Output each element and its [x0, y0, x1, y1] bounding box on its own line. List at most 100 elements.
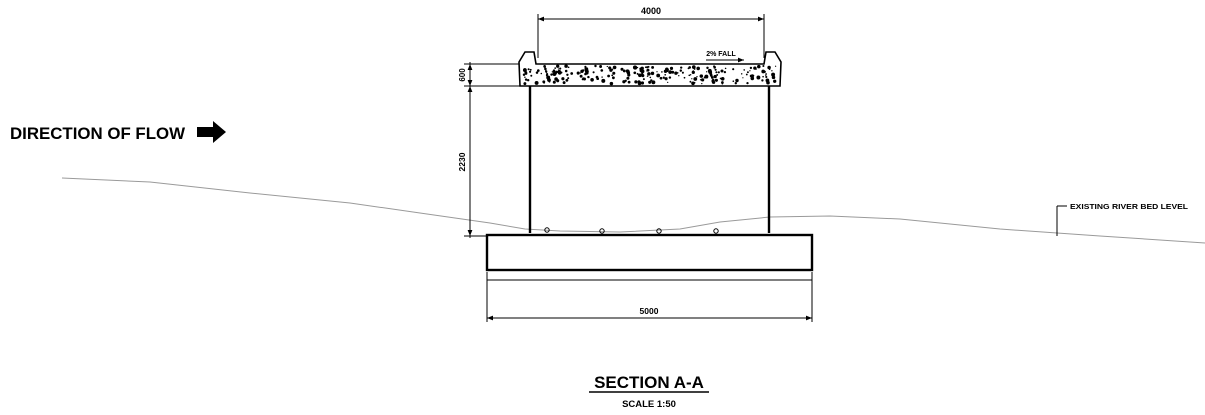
hatch-dot [648, 80, 652, 84]
hatch-dot [723, 70, 727, 74]
hatch-dot [555, 70, 559, 74]
hatch-dot [665, 67, 669, 72]
hatch-dot [710, 76, 714, 79]
hatch-dot [559, 67, 562, 70]
hatch-dot [567, 66, 570, 69]
hatch-dot [720, 76, 725, 81]
hatch-dot [529, 68, 532, 71]
hatch-dot [662, 76, 665, 79]
hatch-dot [595, 75, 599, 79]
hatch-dot [701, 82, 703, 85]
hatch-dot [765, 75, 768, 79]
hatch-dot [649, 76, 652, 79]
hatch-dot [650, 71, 655, 76]
hatch-dot [562, 81, 566, 85]
anchor-bolt [656, 228, 662, 234]
hatch-dot [599, 65, 603, 68]
hatch-dot [567, 77, 570, 80]
hatch-dot [664, 73, 667, 76]
anchor-bolt [713, 228, 719, 234]
hatch-dot [534, 80, 539, 85]
hatch-dot [683, 76, 686, 79]
hatch-dot [636, 72, 639, 75]
hatch-dot [765, 73, 767, 75]
river-bed-line [61, 177, 1205, 244]
hatch-dot [721, 83, 724, 85]
hatch-dot [646, 66, 649, 69]
hatch-dot [761, 79, 764, 82]
hatch-dot [651, 65, 655, 69]
hatch-dot [749, 70, 751, 72]
hatch-dot [771, 72, 776, 77]
hatch-dot [704, 74, 709, 79]
deck-width-label: 4000 [641, 6, 661, 16]
hatch-dot [732, 68, 735, 71]
hatch-dot [576, 71, 580, 75]
hatch-dot [768, 68, 771, 70]
hatch-dot [688, 74, 691, 77]
hatch-dot [689, 74, 692, 76]
hatch-dot [765, 74, 767, 76]
base-width-dimension: 5000 [486, 272, 813, 322]
hatch-dot [664, 77, 668, 81]
hatch-dot [742, 77, 744, 79]
hatch-dot [637, 81, 642, 86]
hatch-dot [750, 76, 755, 81]
hatch-dot [590, 78, 594, 82]
hatch-dot [556, 79, 560, 83]
hatch-dot [527, 68, 530, 71]
hatch-dot [612, 65, 617, 70]
hatch-dot [774, 65, 777, 67]
hatch-dot [651, 80, 656, 85]
hatch-dot [749, 66, 753, 70]
deck-thickness-label: 600 [458, 68, 467, 82]
hatch-dot [717, 71, 720, 74]
hatch-dot [585, 67, 589, 70]
hatch-dot [724, 67, 727, 70]
hatch-dot [668, 70, 672, 74]
hatch-dot [583, 77, 586, 81]
hatch-dot [535, 71, 539, 74]
hatch-dot [706, 71, 708, 73]
hatch-dot [523, 82, 527, 86]
hatch-dot [668, 76, 672, 79]
hatch-dot [546, 74, 548, 76]
hatch-dot [720, 69, 724, 73]
hatch-dot [734, 82, 737, 85]
hatch-dot [640, 69, 645, 74]
scale-label: SCALE 1:50 [622, 399, 676, 410]
hatch-dot [693, 81, 696, 84]
section-title: SECTION A-A [594, 373, 704, 392]
hatch-dot [611, 76, 615, 80]
hatch-dot [566, 73, 569, 76]
hatch-dot [601, 78, 606, 83]
hatch-dot [564, 69, 568, 73]
hatch-dot [581, 69, 585, 72]
hatch-dot [714, 68, 717, 71]
fall-indicator: 2% FALL [706, 51, 744, 63]
hatch-dot [699, 79, 702, 81]
hatch-dot [659, 76, 663, 80]
hatch-dot [557, 69, 561, 73]
hatch-dot [715, 71, 718, 74]
hatch-dot [634, 80, 638, 84]
hatch-dot [640, 81, 645, 85]
hatch-dot [584, 68, 586, 70]
hatch-dot [721, 81, 724, 84]
hatch-dot [743, 69, 745, 71]
right-arrow-icon [197, 121, 226, 143]
hatch-dot [552, 80, 556, 84]
hatch-dot [650, 79, 653, 82]
hatch-dot [624, 79, 627, 82]
hatch-dot [607, 74, 610, 78]
flow-direction: DIRECTION OF FLOW [10, 121, 226, 143]
hatch-dot [554, 67, 557, 69]
hatch-dot [636, 66, 639, 69]
hatch-dot [600, 69, 604, 72]
river-bed-label: EXISTING RIVER BED LEVEL [1070, 202, 1188, 211]
hatch-dot [564, 64, 568, 68]
hatch-dot [678, 75, 680, 77]
hatch-dot [691, 78, 693, 80]
hatch-dot [553, 70, 556, 73]
